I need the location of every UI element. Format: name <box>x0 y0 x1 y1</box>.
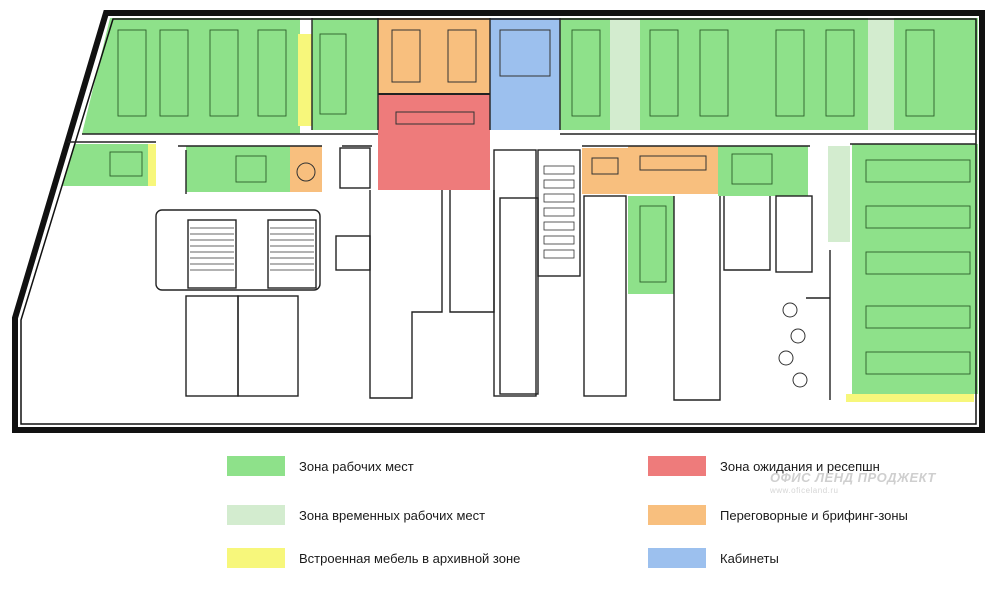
workplace-zone <box>894 18 978 130</box>
legend-item-built-in: Встроенная мебель в архивной зоне <box>227 548 520 568</box>
desk-clusters <box>109 29 971 375</box>
workplace-zone <box>852 144 978 394</box>
legend-label: Переговорные и брифинг-зоны <box>720 507 908 523</box>
legend-item-waiting: Зона ожидания и ресепшн <box>648 456 880 476</box>
building-walls <box>12 10 985 433</box>
workplace-zone <box>560 18 610 130</box>
meeting-zone <box>290 146 322 192</box>
stair-treads <box>190 227 314 271</box>
legend-swatch <box>227 456 285 476</box>
legend-item-workplaces: Зона рабочих мест <box>227 456 414 476</box>
legend-swatch <box>227 548 285 568</box>
legend-label: Зона ожидания и ресепшн <box>720 458 880 474</box>
legend-label: Зона рабочих мест <box>299 458 414 474</box>
interior-walls <box>68 18 976 401</box>
office-zone <box>490 18 560 130</box>
legend-label: Встроенная мебель в архивной зоне <box>299 550 521 566</box>
workplace-zone <box>640 18 868 130</box>
meeting-zone <box>582 148 628 194</box>
floor-plan <box>12 10 985 433</box>
built-in-furniture-zone <box>846 394 974 402</box>
built-in-furniture-zone <box>298 34 312 126</box>
workplace-zone <box>62 144 148 186</box>
legend-swatch <box>648 548 706 568</box>
legend-label: Кабинеты <box>720 550 779 566</box>
watermark-logo: ОФИС ЛЕНД ПРОДЖЕКТ www.oficeland.ru <box>770 470 936 495</box>
waiting-reception-zone <box>378 94 490 190</box>
meeting-zone <box>378 18 490 94</box>
legend-item-meeting: Переговорные и брифинг-зоны <box>648 505 908 525</box>
workplace-zone <box>82 18 300 134</box>
workplace-zone <box>312 18 378 130</box>
legend-swatch <box>648 505 706 525</box>
temp-workplace-zone <box>868 18 894 130</box>
legend-swatch <box>648 456 706 476</box>
temp-workplace-zone <box>610 18 640 130</box>
workplace-zone <box>186 146 290 192</box>
meeting-tables <box>296 29 808 388</box>
watermark-text: ОФИС ЛЕНД ПРОДЖЕКТ <box>770 470 936 485</box>
legend-item-offices: Кабинеты <box>648 548 779 568</box>
legend-label: Зона временных рабочих мест <box>299 507 486 523</box>
zone-areas <box>62 18 978 402</box>
legend-swatch <box>227 505 285 525</box>
workplace-zone <box>718 146 808 196</box>
legend-item-temp-workplaces: Зона временных рабочих мест <box>227 505 485 525</box>
temp-workplace-zone <box>828 146 850 242</box>
watermark-url: www.oficeland.ru <box>770 486 839 495</box>
seating-grid <box>543 165 575 259</box>
built-in-furniture-zone <box>148 144 156 186</box>
workplace-zone <box>628 196 674 294</box>
